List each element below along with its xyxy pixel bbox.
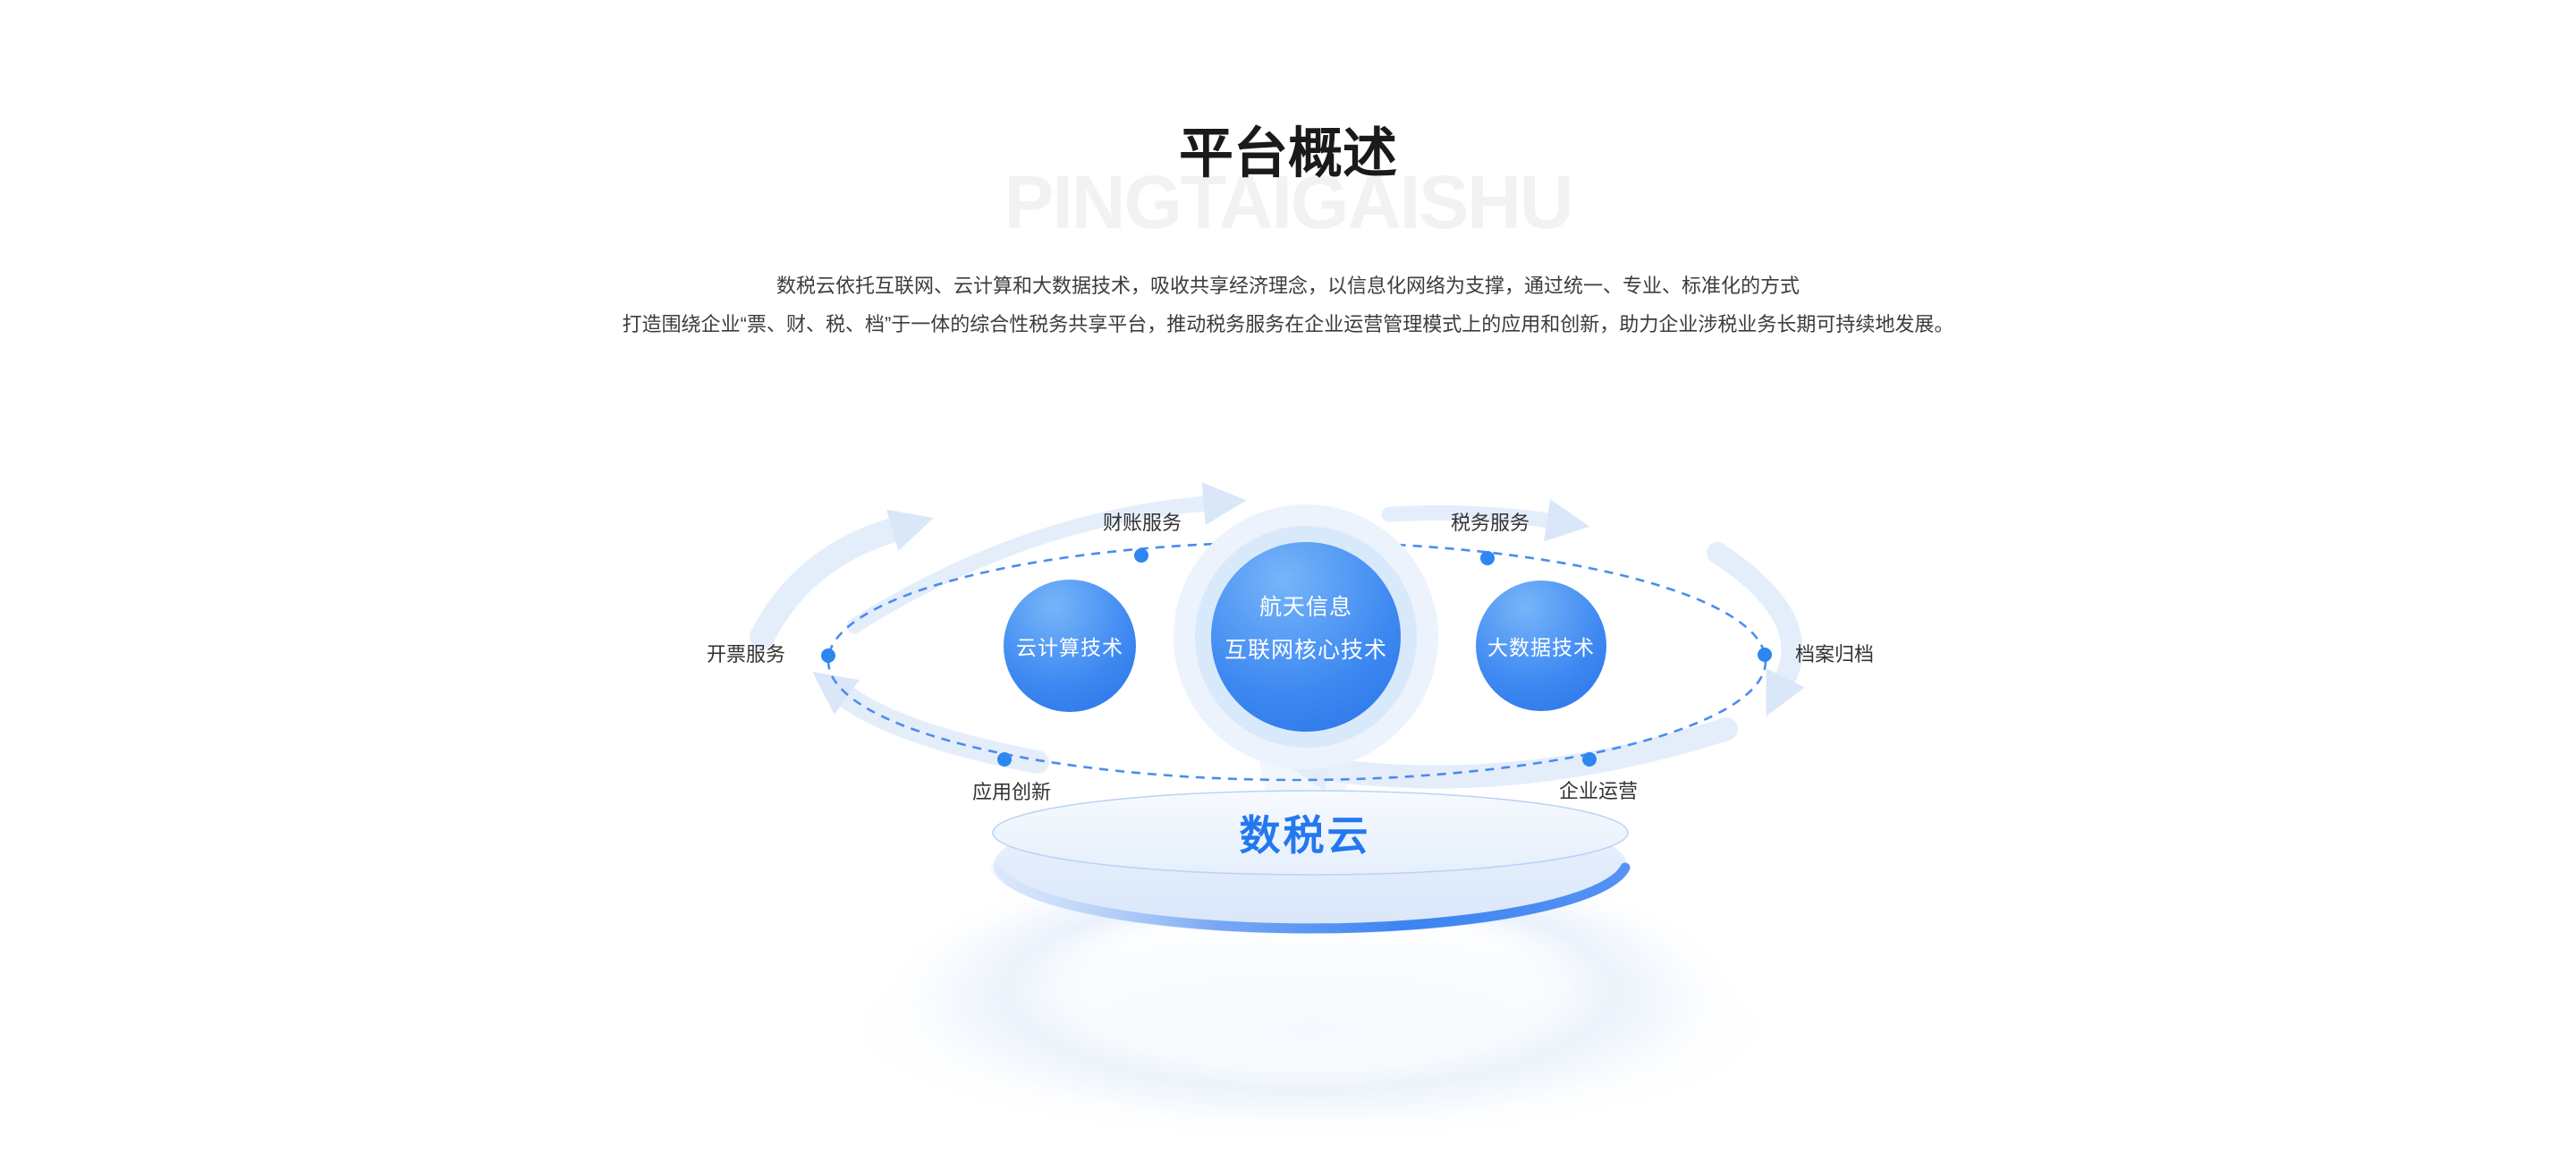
orbit-label-top-right: 税务服务: [1450, 512, 1530, 534]
center-circle-text-line2: 互联网核心技术: [1224, 638, 1388, 663]
orbit-node-top-left: [1134, 548, 1148, 563]
orbit-node-right: [1758, 648, 1772, 662]
orbit-label-left: 开票服务: [706, 643, 786, 665]
platform-disc-top: [992, 790, 1629, 876]
flow-arrow-right-down: [1707, 542, 1805, 716]
flow-arrow-top-left: [846, 482, 1247, 634]
orbit-nodes: [821, 548, 1772, 767]
left-circle-text: 云计算技术: [1016, 636, 1123, 659]
orbit-label-top-left: 财账服务: [1102, 512, 1182, 534]
orbit-node-bottom-right: [1582, 752, 1597, 767]
flow-arrow-left-up: [750, 509, 934, 649]
tech-circle-cloud: [1004, 580, 1136, 712]
right-circle-text: 大数据技术: [1487, 636, 1595, 659]
tech-circle-core: [1211, 542, 1401, 732]
page-title: 平台概述: [1178, 123, 1398, 183]
flow-arrow-bottom-left: [812, 672, 1049, 774]
platform-disc: [990, 790, 1631, 934]
flow-arrow-bottom: [1284, 717, 1738, 792]
description: 数税云依托互联网、云计算和大数据技术，吸收共享经济理念，以信息化网络为支撑，通过…: [0, 267, 2576, 343]
watermark-text: PINGTAIGAISHU: [1004, 160, 1573, 244]
ground-glow-soft: [809, 908, 1811, 1149]
tech-circle-bigdata: [1476, 580, 1606, 711]
center-circle-text-line1: 航天信息: [1258, 595, 1353, 620]
orbit-label-bottom-left: 应用创新: [971, 781, 1052, 803]
description-line-1: 数税云依托互联网、云计算和大数据技术，吸收共享经济理念，以信息化网络为支撑，通过…: [775, 275, 1800, 297]
platform-disc-accent: [990, 862, 1631, 934]
orbit-node-left: [821, 648, 835, 663]
flow-arrow-top-right: [1381, 498, 1590, 542]
orbit-node-top-right: [1480, 551, 1495, 565]
orbit-node-bottom-left: [997, 752, 1012, 767]
orbit-label-bottom-right: 企业运营: [1558, 780, 1639, 802]
platform-name: 数税云: [1239, 812, 1371, 859]
orbit-label-right: 档案归档: [1794, 643, 1875, 665]
description-line-2: 打造围绕企业“票、财、税、档”于一体的综合性税务共享平台，推动税务服务在企业运营…: [622, 313, 1954, 335]
